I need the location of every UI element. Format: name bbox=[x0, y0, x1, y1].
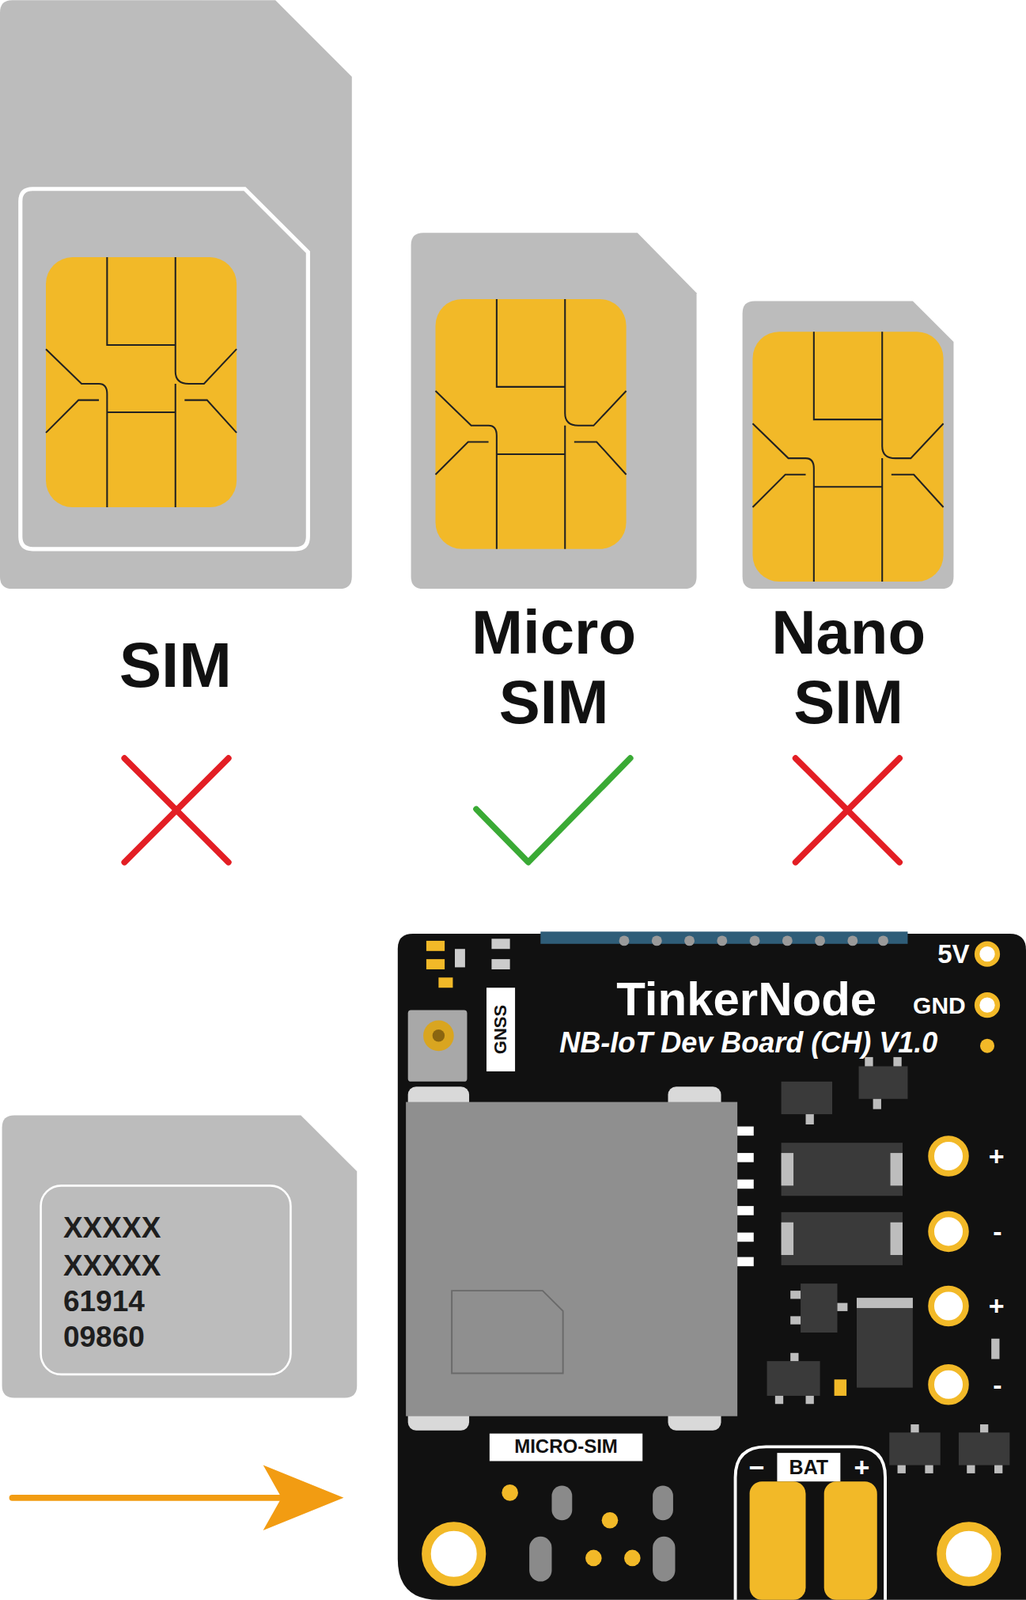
card-number: XXXXX bbox=[63, 1249, 161, 1280]
micro-sim-card bbox=[411, 232, 697, 589]
pin-name: 5V bbox=[937, 940, 970, 967]
pin-name: + bbox=[988, 1291, 1005, 1319]
insert-arrow bbox=[11, 1494, 306, 1501]
slot-label: MICRO-SIM bbox=[514, 1436, 618, 1456]
sim-size-label: Micro SIM bbox=[471, 597, 637, 737]
card-number: XXXXX bbox=[63, 1211, 161, 1242]
pin-name: GND bbox=[912, 993, 966, 1018]
pcb-board bbox=[397, 933, 1026, 1600]
check-mark bbox=[476, 757, 631, 863]
sim-slot bbox=[405, 1101, 738, 1416]
sim-size-label: Nano SIM bbox=[771, 597, 926, 737]
connector-label: GNSS bbox=[492, 1004, 510, 1054]
sim-size-label: SIM bbox=[119, 633, 232, 697]
board-subtitle: NB-IoT Dev Board (CH) V1.0 bbox=[559, 1028, 938, 1057]
battery-label: BAT bbox=[789, 1456, 830, 1477]
pin-name: + bbox=[988, 1142, 1005, 1170]
card-number: 61914 bbox=[63, 1285, 145, 1315]
sim-card bbox=[0, 0, 353, 589]
pin-name: + bbox=[853, 1453, 870, 1481]
sim-card bbox=[2, 1114, 358, 1398]
pin-name: − bbox=[749, 1453, 765, 1481]
cross-mark bbox=[124, 757, 900, 863]
card-number: 09860 bbox=[63, 1321, 145, 1351]
nano-sim-card bbox=[742, 301, 955, 590]
sim-card-face: XXXXX XXXXX 61914 09860 bbox=[2, 1114, 358, 1398]
board-title: TinkerNode bbox=[616, 975, 877, 1023]
pin-name: - bbox=[992, 1217, 1002, 1245]
pin-name: - bbox=[992, 1370, 1002, 1398]
